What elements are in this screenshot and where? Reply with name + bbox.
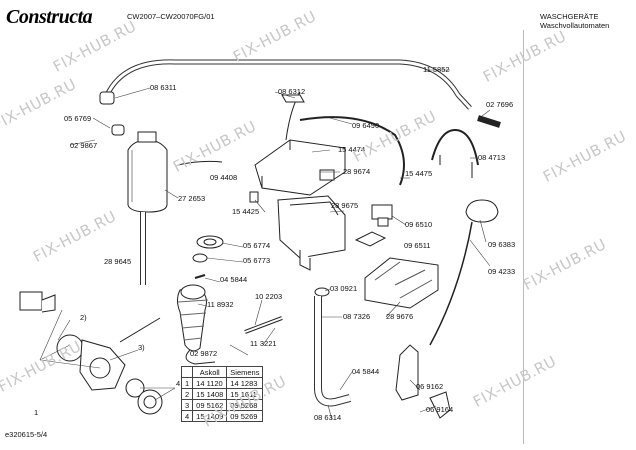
table-row: 4 15 1409 09 5269 (180, 410, 264, 422)
part-label: 09 6511 (404, 241, 431, 250)
part-label: 11 5852 (423, 65, 450, 74)
callout-marker: 3) (138, 343, 145, 352)
part-label: 28 9674 (343, 167, 371, 176)
part-label: 05 6773 (243, 256, 271, 265)
part-label: 15 4474 (338, 145, 366, 154)
table-cell: 1 (180, 377, 194, 389)
part-label: 04 5844 (220, 275, 248, 284)
part-label: 09 4408 (210, 173, 238, 182)
part-label: 03 0921 (330, 284, 358, 293)
table-header-cell (180, 366, 194, 378)
table-cell: 2 (180, 388, 194, 400)
page-divider (523, 30, 524, 444)
part-label: 08 6311 (150, 83, 177, 92)
category-label: WASCHGERÄTE Waschvollautomaten (540, 12, 609, 30)
part-label: 09 6510 (405, 220, 433, 229)
brand-logo: Constructa (6, 6, 93, 28)
part-label: 11 8932 (207, 300, 234, 309)
part-label: 04 5844 (352, 367, 380, 376)
part-label: 28 9676 (386, 312, 414, 321)
part-label: 28 9675 (331, 201, 359, 210)
part-label: 06 9164 (426, 405, 454, 414)
table-header-row: Askoll Siemens (180, 366, 264, 378)
part-label: 28 9645 (104, 257, 132, 266)
model-number: CW2007–CW20070FG/01 (127, 12, 215, 21)
table-row: 2 15 1408 15 1611 (180, 388, 264, 400)
parts-variant-table: Askoll Siemens 1 14 1120 14 1283 2 15 14… (180, 366, 264, 422)
part-label: 09 6383 (488, 240, 516, 249)
table-cell: 09 5269 (226, 410, 264, 422)
part-label: 08 4713 (478, 153, 506, 162)
part-label: 15 4425 (232, 207, 260, 216)
table-header-cell: Askoll (192, 366, 228, 378)
table-cell: 3 (180, 399, 194, 411)
table-cell: 15 1611 (226, 388, 264, 400)
table-header-cell: Siemens (226, 366, 264, 378)
part-label: 11 3221 (250, 339, 277, 348)
table-cell: 14 1120 (192, 377, 228, 389)
part-label: 08 7326 (343, 312, 371, 321)
table-cell: 15 1408 (192, 388, 228, 400)
part-label: 05 6774 (243, 241, 271, 250)
part-label: 02 9867 (70, 141, 98, 150)
callout-marker: 1 (34, 408, 39, 417)
part-label: 27 2653 (178, 194, 206, 203)
callout-marker: 4 (176, 379, 181, 388)
part-label: 05 6769 (64, 114, 92, 123)
table-cell: 4 (180, 410, 194, 422)
callout-marker: 2) (80, 313, 87, 322)
part-label: 08 6314 (314, 413, 342, 422)
part-label: 09 6490 (352, 121, 380, 130)
part-label: 15 4475 (405, 169, 433, 178)
part-label: 02 7696 (486, 100, 514, 109)
part-label: 08 6312 (278, 87, 306, 96)
category-line-1: WASCHGERÄTE (540, 12, 599, 21)
part-label: 06 9162 (416, 382, 444, 391)
part-label: 02 9872 (190, 349, 218, 358)
figure-id: e320615-5/4 (5, 430, 48, 439)
part-label: 09 4233 (488, 267, 516, 276)
part-label: 10 2203 (255, 292, 283, 301)
category-line-2: Waschvollautomaten (540, 21, 610, 30)
table-row: 3 09 5162 09 5268 (180, 399, 264, 411)
